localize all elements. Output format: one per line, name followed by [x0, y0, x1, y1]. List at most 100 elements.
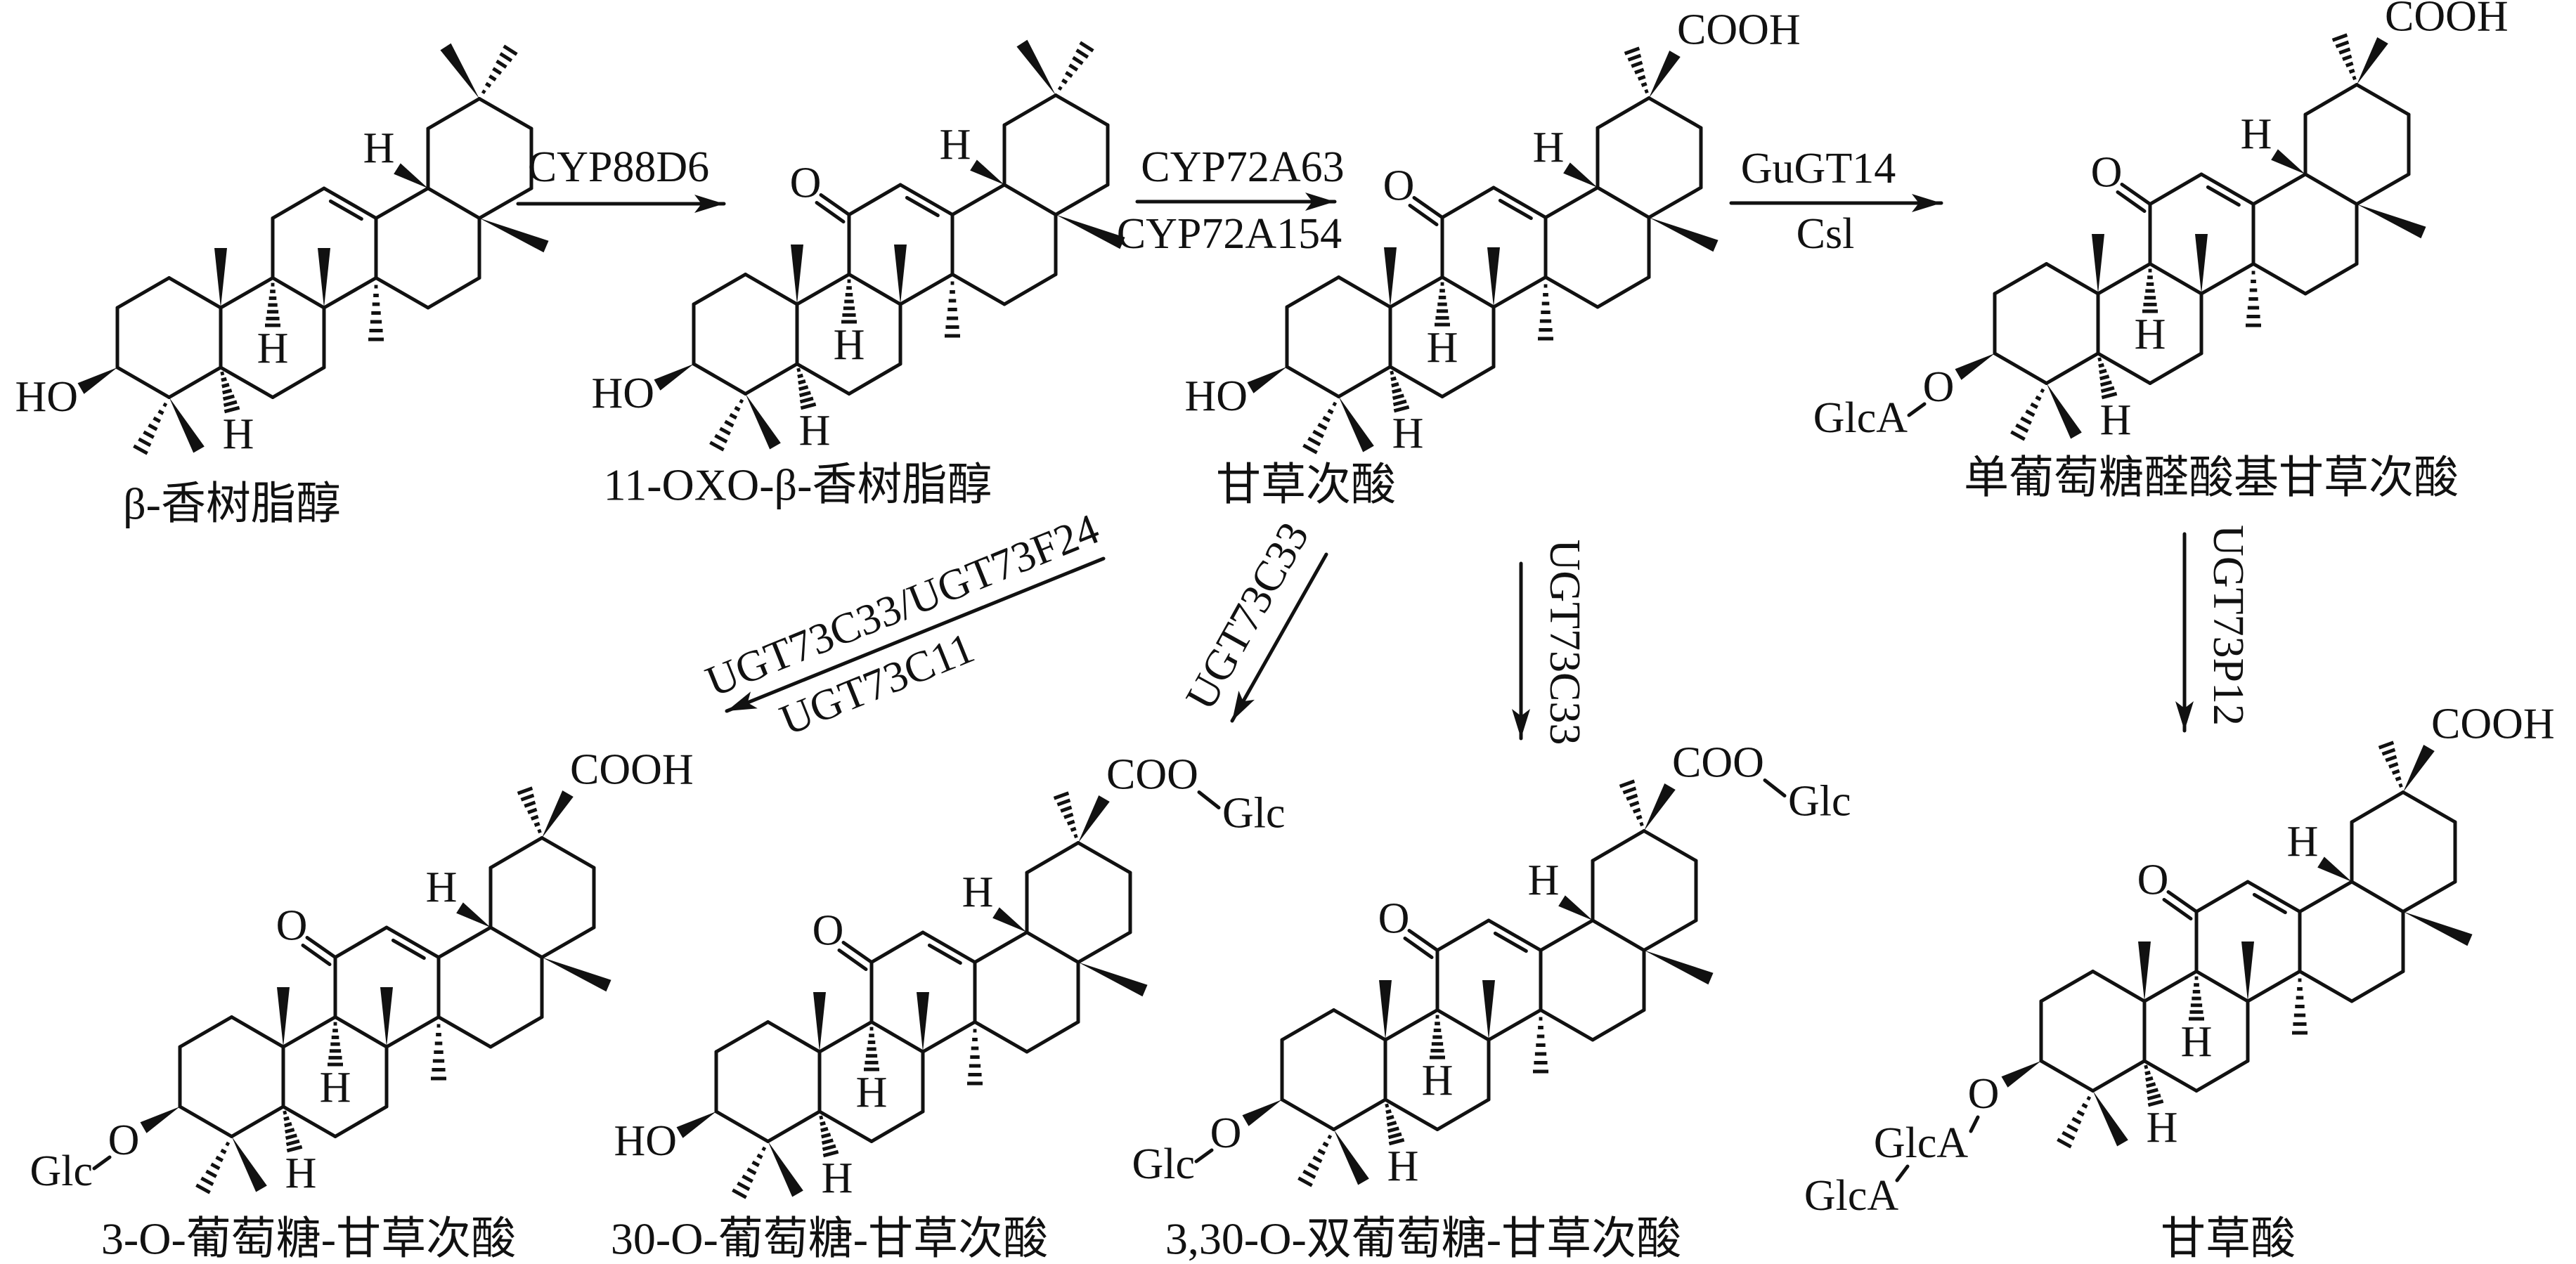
hash-stroke: [746, 1167, 757, 1175]
c3-oxygen-wedge: [140, 1107, 180, 1133]
hash-stroke: [1057, 86, 1063, 91]
hash-stroke: [2100, 386, 2115, 393]
carboxyl-label: COOH: [1677, 6, 1801, 54]
h-wedge: [1558, 895, 1593, 920]
ring-bond: [2350, 970, 2405, 1003]
carboxyl-wedge: [1649, 50, 1681, 98]
reaction-arrow: [1230, 552, 1328, 723]
methyl-wedge: [1078, 962, 1148, 997]
hash-stroke: [798, 391, 811, 398]
ring-bond: [322, 186, 378, 220]
h-hashed-bond: [841, 279, 857, 324]
h-hashed-bond: [819, 1115, 839, 1158]
hash-stroke: [1390, 370, 1394, 375]
h-hashed-bond: [283, 1110, 303, 1153]
h-wedge: [992, 907, 1027, 932]
ring-bond: [374, 186, 430, 220]
ring-bond: [477, 186, 533, 220]
hash-stroke: [215, 1155, 224, 1163]
reaction-arrow: [2175, 532, 2194, 733]
glycosidic-bond: [1969, 1115, 1980, 1133]
hash-stroke: [1079, 41, 1094, 53]
hash-stroke: [2099, 380, 2112, 387]
h-hashed-bond: [1385, 1103, 1405, 1146]
hash-stroke: [283, 1110, 287, 1115]
hash-stroke: [2025, 409, 2035, 417]
hash-stroke: [1061, 78, 1068, 84]
methyl-hashed-bond: [2057, 1095, 2092, 1149]
hash-stroke: [2145, 1076, 2154, 1082]
hash-stroke: [1629, 800, 1640, 807]
methyl-hashed-bond: [1533, 1017, 1548, 1074]
h-hashed-bond: [796, 367, 817, 410]
hash-stroke: [2338, 47, 2351, 55]
h-label: H: [2100, 396, 2132, 444]
h-hashed-bond: [1430, 1015, 1445, 1060]
ring-bond: [1440, 365, 1496, 398]
hash-stroke: [195, 1183, 211, 1194]
methyl-hashed-bond: [2292, 978, 2308, 1035]
methyl-hashed-bond: [1302, 401, 1338, 455]
h-wedge: [970, 159, 1004, 185]
ether-oxygen-label: O: [1210, 1109, 1242, 1157]
ring-bond: [795, 362, 851, 396]
methyl-wedge: [1379, 980, 1392, 1040]
hydroxyl-label: HO: [614, 1117, 677, 1165]
methyl-wedge: [440, 43, 479, 99]
ring-bond: [436, 1015, 493, 1049]
hash-stroke: [1631, 60, 1643, 68]
enzyme-label: CYP72A63: [1141, 143, 1344, 191]
ring-bond: [2096, 262, 2152, 296]
hash-stroke: [1332, 401, 1338, 407]
hash-stroke: [1307, 1162, 1319, 1171]
hash-stroke: [2057, 1138, 2072, 1149]
ring-bond: [1440, 185, 1496, 219]
ring-bond: [847, 183, 902, 216]
carboxyl-label: COO: [1106, 751, 1198, 799]
carboxyl-wedge: [1644, 783, 1676, 831]
double-bond-line: [2252, 892, 2287, 915]
ring-bond: [1596, 96, 1651, 130]
enzyme-label: CYP88D6: [528, 143, 709, 191]
ring-bond: [1025, 930, 1080, 964]
hash-stroke: [756, 1153, 763, 1159]
ring-bond: [2194, 1059, 2250, 1093]
methyl-hashed-bond: [481, 44, 518, 95]
arrow-shaft: [725, 556, 1106, 713]
hash-stroke: [1327, 408, 1334, 415]
h-label: H: [1387, 1142, 1419, 1190]
hash-stroke: [537, 828, 542, 834]
hash-stroke: [1393, 405, 1410, 413]
h-label: H: [2181, 1018, 2213, 1066]
hash-stroke: [2146, 1088, 2158, 1095]
hash-stroke: [1312, 1155, 1323, 1164]
ring-bond: [973, 1020, 1029, 1054]
ring-bond: [322, 276, 378, 310]
h-label: H: [257, 325, 289, 372]
enzyme-label: UGT73P12: [2204, 525, 2252, 726]
methyl-wedge: [169, 397, 205, 453]
hash-stroke: [1307, 436, 1321, 447]
sugar-label: Glc: [1788, 778, 1851, 826]
hash-stroke: [1322, 1141, 1329, 1147]
glycosidic-bond: [1197, 790, 1221, 809]
hash-stroke: [800, 402, 817, 410]
hash-stroke: [2352, 75, 2357, 81]
hash-stroke: [143, 430, 155, 439]
ring-bond: [2246, 880, 2302, 913]
carboxyl-label: COO: [1672, 739, 1764, 787]
ring-bond: [847, 273, 902, 306]
hash-stroke: [284, 1121, 292, 1128]
h-wedge: [2271, 149, 2305, 174]
ring-bond: [1332, 1008, 1387, 1042]
h-wedge: [456, 902, 491, 927]
carboxyl-wedge: [1078, 795, 1110, 843]
sugar-label: Glc: [1222, 790, 1286, 838]
hash-stroke: [1053, 791, 1070, 800]
ring-bond: [817, 1020, 874, 1054]
methyl-hashed-bond: [945, 281, 960, 338]
h-label: H: [856, 1069, 888, 1116]
ring-bond: [2039, 970, 2095, 1003]
hash-stroke: [286, 1145, 303, 1153]
